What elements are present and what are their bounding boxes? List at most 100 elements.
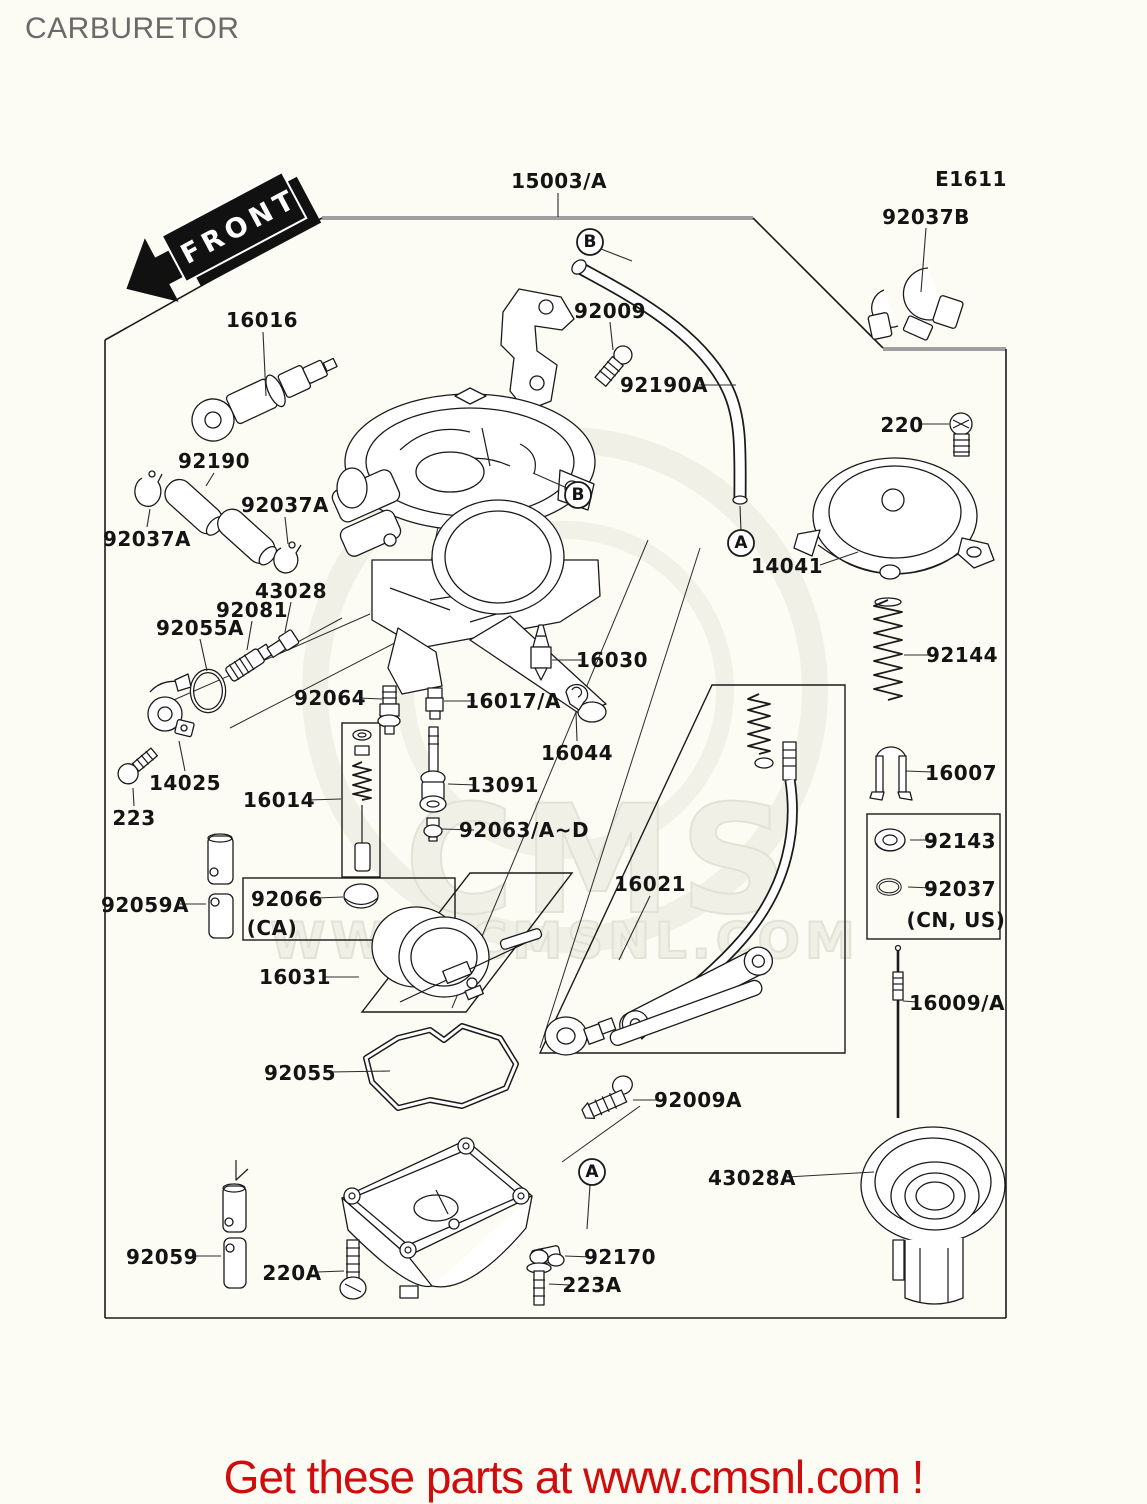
part-label-92055: 92055 <box>264 1061 336 1085</box>
part-13091-holder <box>419 726 447 813</box>
svg-text:B: B <box>572 485 585 505</box>
leader-92081 <box>246 620 253 651</box>
part-92059-tubes <box>222 1160 249 1289</box>
leader-16021 <box>618 895 651 961</box>
part-label-92059A: 92059A <box>101 893 189 917</box>
part-223-screw <box>117 747 159 785</box>
part-label-16009A: 16009/A <box>909 991 1005 1015</box>
box-16014 <box>341 722 381 878</box>
part-220-screw <box>949 412 973 457</box>
part-92059A-tubes <box>207 833 234 939</box>
part-label-92037A: 92037A <box>241 493 329 517</box>
svg-text:A: A <box>585 1162 599 1182</box>
callout-markers: B B A A <box>532 228 755 1230</box>
part-92066-plug <box>343 883 379 909</box>
svg-text:A: A <box>734 533 748 553</box>
part-float-bowl <box>341 1137 533 1299</box>
part-14025-float-valve <box>147 673 195 738</box>
part-label-92059: 92059 <box>126 1245 198 1269</box>
leader-92170 <box>564 1255 593 1258</box>
watermark-logo-text: CMS <box>404 774 795 948</box>
part-92037A-clips <box>134 470 302 574</box>
leader-92037A <box>284 516 289 545</box>
part-label-92190A: 92190A <box>620 373 708 397</box>
box-92066-ca <box>242 877 456 941</box>
part-92009A-screw <box>581 1075 633 1120</box>
leader-92063AD <box>441 828 475 831</box>
part-220A-screw <box>339 1239 367 1300</box>
part-92190A-hose <box>571 259 748 505</box>
leader-223 <box>132 787 135 807</box>
part-label-16031: 16031 <box>259 965 331 989</box>
part-label-CA: (CA) <box>247 916 297 940</box>
part-label-15003A: 15003/A <box>511 169 607 193</box>
leader-223A <box>548 1283 571 1286</box>
part-label-92063AD: 92063/A~D <box>459 818 589 842</box>
leader-16016 <box>262 331 267 397</box>
part-16014-pilot-screw-set <box>352 729 372 872</box>
part-label-16007: 16007 <box>925 761 997 785</box>
part-92081-pilot-jet <box>225 643 274 682</box>
callout-B-2: B <box>532 472 592 509</box>
leader-92064 <box>358 697 383 700</box>
part-16044-clip <box>565 683 589 711</box>
part-92144-spring <box>873 597 903 701</box>
leader-92037A <box>146 508 151 528</box>
part-mounting-bracket <box>500 288 575 412</box>
leader-14041 <box>819 551 859 566</box>
part-label-43028A: 43028A <box>708 1166 796 1190</box>
box-16021 <box>538 684 846 1054</box>
callout-A-3: A <box>727 505 755 557</box>
part-label-92143: 92143 <box>924 829 996 853</box>
part-label-223: 223 <box>112 806 155 830</box>
part-label-220: 220 <box>880 413 923 437</box>
leader-92055A <box>199 638 208 672</box>
box-92143-92037 <box>866 813 1001 940</box>
part-92037-oring <box>876 878 902 896</box>
leader-16007 <box>905 770 933 773</box>
part-label-92066: 92066 <box>251 887 323 911</box>
part-label-92055A: 92055A <box>156 616 244 640</box>
part-16009-jet-needle <box>892 944 904 1118</box>
part-label-92144: 92144 <box>926 643 998 667</box>
part-label-16021: 16021 <box>614 872 686 896</box>
part-16007-holder <box>869 746 913 801</box>
front-marker: FRONT <box>126 170 322 302</box>
part-223A-screw <box>526 1249 552 1306</box>
part-92055-gasket <box>363 1023 519 1111</box>
leader-16014 <box>307 798 342 801</box>
part-label-92037: 92037 <box>924 877 996 901</box>
leader-43028 <box>284 601 292 633</box>
leader-220A <box>316 1270 345 1273</box>
callout-B-1: B <box>576 228 633 262</box>
leader-43028A <box>786 1171 875 1178</box>
part-label-13091: 13091 <box>467 773 539 797</box>
part-label-92037B: 92037B <box>882 205 970 229</box>
footer-link[interactable]: Get these parts at www.cmsnl.com ! <box>223 1451 925 1503</box>
part-label-223A: 223A <box>562 1273 621 1297</box>
part-92063-main-jet <box>423 817 443 842</box>
part-label-CNUS: (CN, US) <box>907 908 1006 932</box>
part-label-92064: 92064 <box>294 686 366 710</box>
part-43028A-diaphragm <box>860 1126 1006 1305</box>
part-label-92009: 92009 <box>574 299 646 323</box>
leader-16009A <box>902 1000 918 1003</box>
part-label-16014: 16014 <box>243 788 315 812</box>
part-label-16017A: 16017/A <box>465 689 561 713</box>
leader-13091 <box>447 783 477 786</box>
part-label-14025: 14025 <box>149 771 221 795</box>
part-92055A-oring <box>189 668 227 714</box>
leader-92009 <box>609 321 614 351</box>
part-label-92190: 92190 <box>178 449 250 473</box>
diagram-frame <box>104 216 1007 1319</box>
leader-92055 <box>329 1070 391 1073</box>
part-16021-starter-assembly <box>544 693 798 1056</box>
part-43028-jet-small <box>266 629 300 659</box>
part-92009-screw <box>594 345 633 387</box>
leader-92190 <box>205 472 215 487</box>
part-16030-needle-valve <box>530 624 552 681</box>
leader-92037 <box>907 886 933 889</box>
callout-A-4: A <box>578 1158 606 1230</box>
part-16016-choke-cable <box>191 357 338 442</box>
